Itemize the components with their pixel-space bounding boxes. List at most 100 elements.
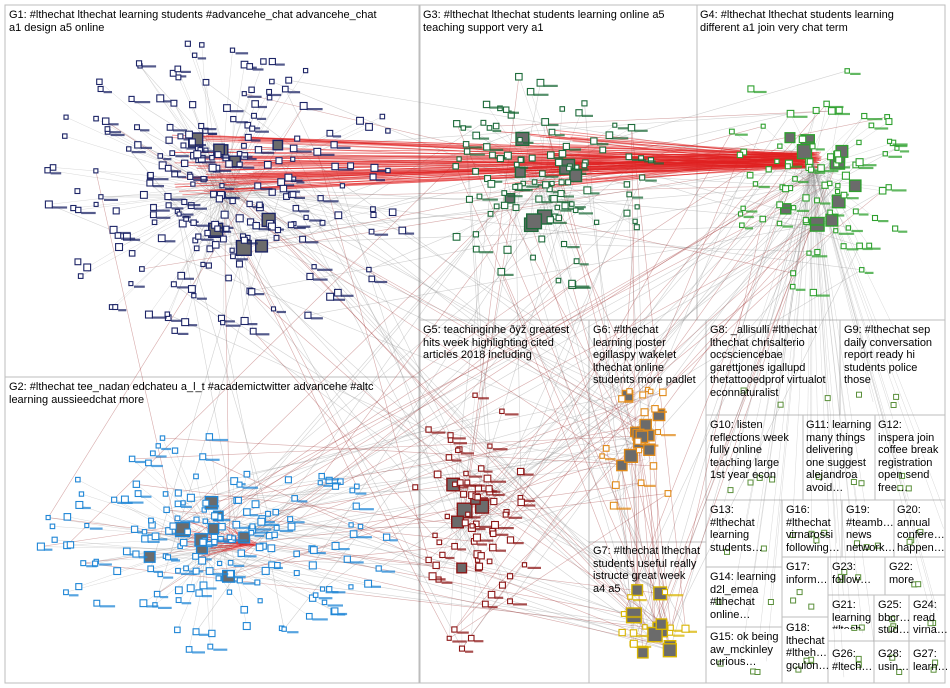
edge [213,197,330,296]
vertex [189,139,195,145]
vertex [307,614,313,620]
vertex [815,250,820,255]
vertex-label [496,534,508,536]
vertex [835,151,841,157]
vertex-label [265,521,275,523]
vertex-label [197,298,207,300]
group-box-g20 [894,500,945,557]
vertex [841,192,847,198]
vertex-label [109,123,119,125]
vertex [627,608,642,623]
vertex [437,540,442,545]
vertex-label [197,225,211,227]
vertex [473,232,478,237]
vertex [632,585,643,596]
vertex-label [325,478,339,480]
vertex [643,625,647,629]
vertex-label [575,206,586,208]
vertex [187,494,194,501]
vertex-label [111,134,125,136]
vertex [75,259,81,265]
vertex [548,152,555,159]
vertex-label [341,295,354,297]
vertex [215,152,221,158]
vertex-label [328,604,344,606]
vertex [193,629,199,635]
vertex [637,448,642,453]
vertex [797,590,802,595]
edge [308,224,817,315]
vertex [389,209,396,216]
vertex [591,138,597,144]
vertex [730,129,735,134]
vertex-label [735,134,748,136]
vertex [135,125,140,130]
vertex [148,173,153,178]
vertex [888,139,892,143]
vertex [559,151,566,158]
vertex [203,519,207,523]
vertex [231,254,236,259]
vertex [446,455,452,461]
vertex [487,559,492,564]
vertex [207,246,213,252]
vertex [312,265,316,269]
vertex-label [204,128,216,130]
vertex [426,557,431,562]
vertex [253,223,259,229]
vertex-label [668,594,683,596]
vertex [469,635,475,641]
vertex-label [182,216,191,218]
vertex [543,182,549,188]
vertex [293,206,299,212]
vertex [350,488,355,493]
vertex-label [504,274,513,276]
vertex [540,171,546,177]
vertex [461,491,467,497]
vertex-label [272,94,281,96]
vertex [94,600,100,606]
vertex [236,215,243,222]
vertex [433,533,437,537]
vertex-label [236,52,249,54]
vertex-label [814,172,825,174]
vertex-label [225,320,235,322]
vertex-label [208,133,217,135]
vertex-label [359,508,374,510]
vertex-label [534,94,549,96]
vertex [274,236,279,241]
vertex-label [198,57,206,59]
vertex [124,548,131,555]
vertex-label [463,485,476,487]
vertex [245,134,251,140]
vertex-label [51,172,62,174]
vertex [175,490,181,496]
vertex [462,520,468,526]
vertex-label [859,167,874,169]
vertex [63,134,67,138]
vertex-label [306,241,319,243]
vertex [380,114,385,119]
vertex [218,561,222,565]
vertex [663,590,668,595]
edge [96,171,180,546]
vertex-label [135,101,151,103]
vertex [518,468,524,474]
vertex [133,481,139,487]
vertex [778,144,782,148]
vertex [147,180,153,186]
vertex [286,77,292,83]
vertex [237,578,242,583]
vertex [369,276,375,282]
vertex [481,120,486,125]
vertex [613,123,617,127]
vertex [165,312,169,316]
vertex-label [892,189,907,191]
vertex-label [782,226,793,228]
vertex [484,475,491,482]
vertex [836,184,840,188]
vertex [167,125,173,131]
vertex [448,438,453,443]
vertex [105,127,110,132]
vertex [816,474,821,479]
